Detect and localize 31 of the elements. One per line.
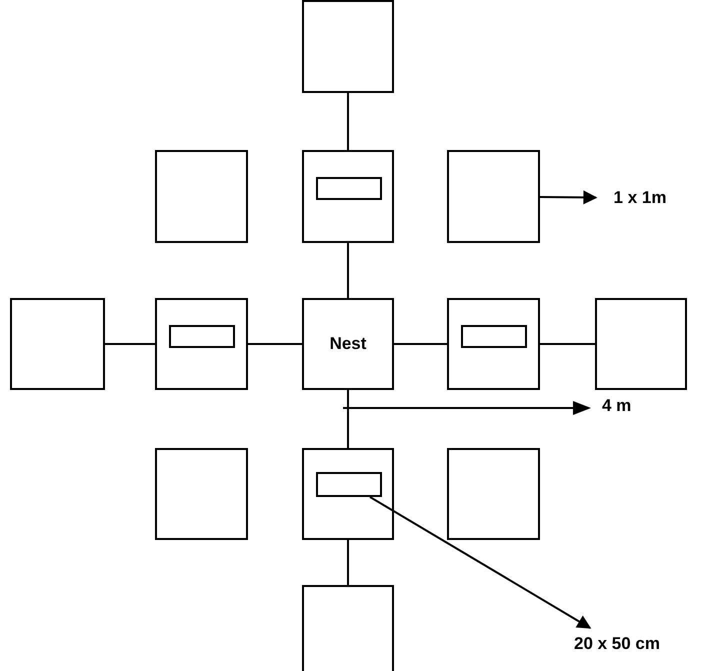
leader-arrow (540, 190, 598, 204)
plot-square (447, 448, 540, 540)
plot-square (447, 150, 540, 243)
plot-square (155, 298, 248, 390)
connector-line (540, 343, 595, 345)
connector-line (347, 540, 349, 585)
plot-square (302, 150, 394, 243)
connector-line (347, 390, 349, 448)
size-label: 20 x 50 cm (562, 630, 672, 658)
sample-rectangle (316, 472, 382, 497)
connector-line (248, 343, 302, 345)
plot-square (155, 150, 248, 243)
plot-square (302, 0, 394, 93)
plot-square (155, 448, 248, 540)
plot-square (10, 298, 105, 390)
distance-label: 4 m (602, 396, 632, 416)
sample-rectangle (461, 325, 527, 348)
plot-square (595, 298, 687, 390)
sample-rectangle (316, 177, 382, 200)
sample-rectangle (169, 325, 235, 348)
nest-label: Nest (330, 334, 366, 354)
nest-box (302, 298, 394, 390)
plot-square (447, 298, 540, 390)
connector-line (347, 93, 349, 150)
size-label: 1 x 1m (600, 184, 680, 212)
plot-square (302, 585, 394, 671)
connector-line (347, 243, 349, 298)
leader-arrow (370, 496, 592, 629)
plot-square (302, 448, 394, 540)
connector-line (105, 343, 155, 345)
connector-line (394, 343, 447, 345)
